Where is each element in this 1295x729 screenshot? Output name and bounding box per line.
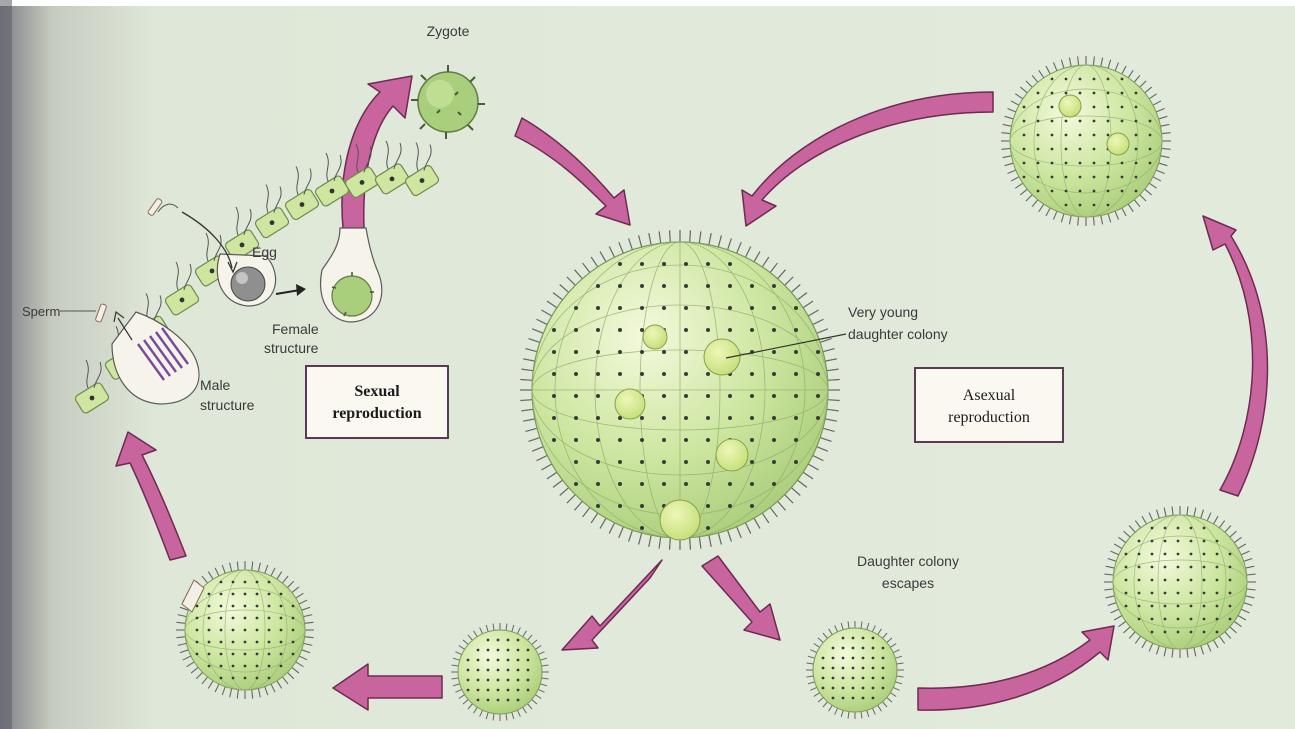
parent-colony [520, 230, 840, 550]
sexual-line1: Sexual [354, 383, 400, 400]
left-page-edge [0, 0, 12, 729]
label-male-line2: structure [200, 397, 255, 413]
asexual-line2: reproduction [948, 409, 1030, 426]
label-female-line1: Female [272, 321, 319, 337]
label-escapes-line2: escapes [882, 575, 934, 591]
sexual-line2: reproduction [332, 405, 421, 422]
label-male-line1: Male [200, 377, 231, 393]
label-sperm: Sperm [22, 304, 60, 319]
label-egg: Egg [252, 244, 277, 260]
label-very-young-line1: Very young [848, 304, 918, 320]
colony-right-top [1001, 56, 1171, 226]
colony-bottom-left [176, 561, 314, 699]
asexual-reproduction-box: Asexual reproduction [915, 368, 1063, 442]
label-escapes-line1: Daughter colony [857, 553, 959, 569]
asexual-line1: Asexual [963, 387, 1016, 404]
top-strip [0, 0, 1295, 6]
label-female-line2: structure [264, 340, 319, 356]
label-zygote: Zygote [427, 23, 470, 39]
label-very-young-line2: daughter colony [848, 326, 948, 342]
sexual-reproduction-box: Sexual reproduction [306, 366, 448, 438]
